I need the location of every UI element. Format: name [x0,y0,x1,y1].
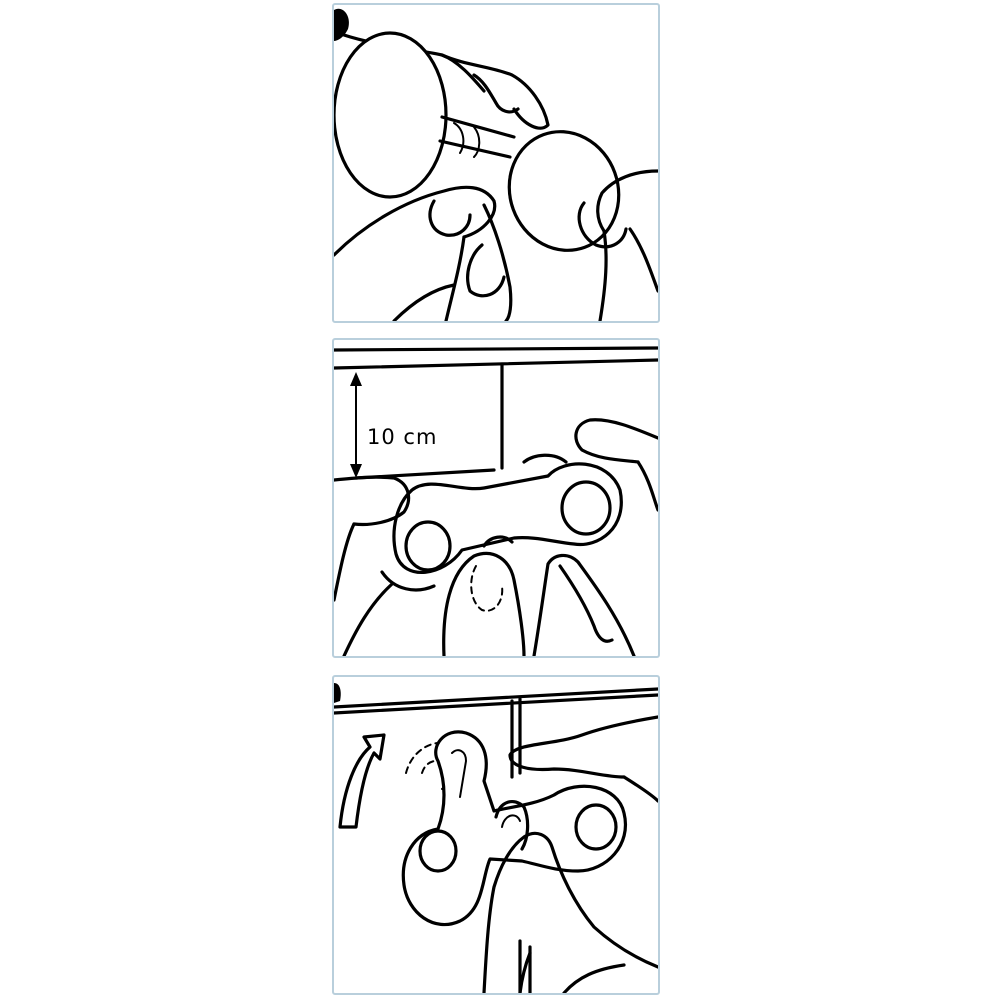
finger-outline [440,53,550,130]
left-hand-outline [334,475,411,527]
fingernail-outline [428,199,472,237]
shelf-edge [334,358,658,370]
hand-outline [482,831,658,993]
finger-outline [494,799,530,851]
plate-hole-right [574,803,618,851]
step-1-panel [332,3,660,323]
right-suction-cup [507,130,621,252]
hand-outline [622,775,658,803]
shelf-fragment [334,683,341,703]
fingernail-outline [501,814,521,828]
finger-outline [562,963,626,993]
measurement-label: 10 cm [367,425,438,449]
fingernail-outline [558,564,614,643]
fingernail-outline [577,201,628,249]
shelf-edge [334,693,658,715]
suction-cups-illustration [334,8,658,321]
right-hand-outline [596,169,658,233]
arrow-head-up [350,372,362,386]
rotate-plate-illustration [334,683,658,993]
hand-outline [342,582,394,656]
rotate-arrow [338,733,386,829]
hand-outline [392,283,456,321]
plate-shadow [522,453,568,464]
shelf-edge [334,346,658,352]
hand-outline [636,460,658,512]
wall-mounting-illustration [334,346,658,656]
left-suction-cup [334,31,448,199]
thumb-outline [472,73,520,114]
finger-outline [442,551,526,656]
tile-joint [510,697,522,779]
plate-hole-left [418,829,458,873]
cup-neck-detail [453,122,481,158]
finger-outline [380,570,436,592]
finger-outline [444,235,466,321]
fingernail-outline [466,243,506,298]
plate-hole-left [404,520,452,572]
mounting-plate [392,462,623,575]
finger-outline [532,553,636,656]
finger-outline [598,229,608,321]
fingernail-outline [470,565,504,612]
right-hand-outline [508,715,658,779]
plate-hole-right [560,480,612,536]
plate-slot [451,749,467,798]
finger-outline [628,227,658,293]
finger-outline [482,203,513,321]
step-2-panel: 10 cm [332,338,660,658]
hand-fragment [334,8,349,41]
shelf-edge [334,687,658,709]
step-3-panel [332,675,660,995]
mounting-plate [401,730,628,927]
finger-outline [518,951,532,993]
finger-tip [482,535,514,548]
right-hand-outline [574,418,658,464]
cup-neck [438,115,516,159]
arrow-head-down [350,464,362,478]
hand-outline [334,522,356,602]
